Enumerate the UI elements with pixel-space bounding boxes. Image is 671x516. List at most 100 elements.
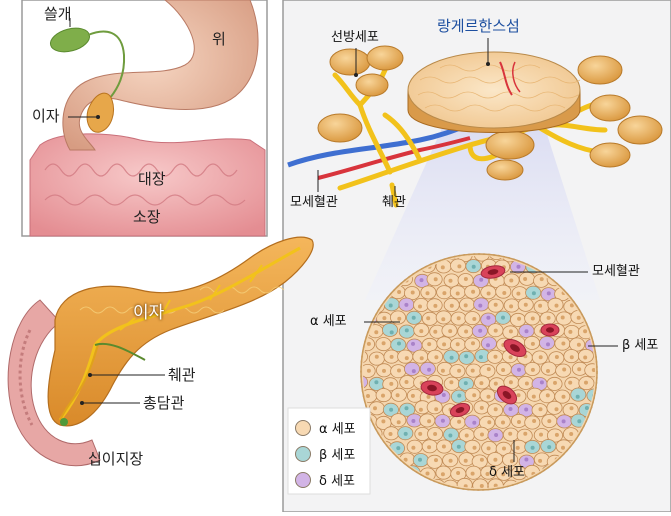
cell-nucleus	[493, 457, 498, 462]
cell-nucleus	[441, 317, 446, 322]
cell-nucleus	[411, 369, 416, 374]
cell-nucleus	[501, 420, 505, 425]
cell-nucleus	[539, 380, 544, 385]
cell-nucleus	[366, 394, 370, 398]
cell-nucleus	[480, 432, 484, 437]
cell-nucleus	[508, 329, 513, 334]
cell-nucleus	[539, 432, 543, 437]
cell-nucleus	[561, 341, 566, 346]
cell-nucleus	[493, 381, 498, 386]
cell-nucleus	[433, 432, 438, 436]
cell-nucleus	[583, 329, 588, 334]
cell-nucleus	[396, 446, 401, 451]
cell-nucleus	[442, 342, 447, 347]
cell-nucleus	[553, 380, 557, 385]
cell-nucleus	[449, 355, 454, 360]
cell-nucleus	[545, 393, 550, 398]
cell-nucleus	[448, 329, 453, 334]
cell-nucleus	[554, 407, 559, 412]
delta-cell	[403, 361, 420, 376]
cell-nucleus	[463, 381, 468, 386]
cell-nucleus	[547, 419, 552, 424]
cell-nucleus	[389, 354, 394, 359]
cell-nucleus	[455, 291, 460, 296]
cell-nucleus	[486, 446, 491, 451]
cell-nucleus	[381, 341, 386, 346]
cell-nucleus	[448, 433, 453, 438]
cell-nucleus	[478, 328, 483, 333]
cell-nucleus	[395, 393, 400, 398]
cell-nucleus	[531, 291, 536, 296]
cell-nucleus	[547, 445, 552, 450]
cell-nucleus	[366, 341, 371, 346]
abdomen-panel	[21, 0, 268, 237]
cell-nucleus	[457, 368, 462, 373]
cell-nucleus	[523, 431, 528, 436]
cell-nucleus	[569, 406, 574, 411]
islet-label: 랑게르한스섬	[437, 17, 520, 35]
cell-nucleus	[411, 315, 416, 320]
cell-nucleus	[524, 329, 529, 334]
duodenum-label: 십이지장	[88, 450, 144, 468]
alpha-cell	[426, 400, 443, 415]
cell-nucleus	[576, 315, 581, 320]
cell-nucleus	[494, 433, 499, 437]
cell-nucleus	[470, 471, 475, 476]
cell-nucleus	[403, 457, 408, 462]
cell-nucleus	[575, 394, 580, 399]
cell-nucleus	[577, 419, 582, 424]
cell-nucleus	[554, 432, 559, 437]
cell-nucleus	[410, 393, 415, 398]
cell-nucleus	[538, 355, 543, 360]
cell-nucleus	[501, 368, 506, 372]
cell-nucleus	[425, 471, 430, 476]
cell-nucleus	[389, 330, 394, 335]
cell-nucleus	[433, 303, 438, 308]
cell-nucleus	[440, 368, 445, 373]
legend-swatch-beta	[295, 445, 311, 462]
cell-nucleus	[456, 316, 461, 321]
cell-nucleus	[493, 483, 498, 488]
cell-nucleus	[568, 380, 573, 385]
cell-nucleus	[471, 264, 476, 269]
cell-nucleus	[373, 406, 377, 411]
cell-nucleus	[397, 316, 402, 321]
cell-nucleus	[554, 303, 559, 308]
cell-nucleus	[471, 341, 475, 346]
cell-nucleus	[396, 420, 401, 425]
legend-swatch-delta	[295, 471, 311, 488]
beta-cell-label: β 세포	[622, 338, 659, 353]
cell-nucleus	[418, 407, 423, 412]
cell-nucleus	[479, 277, 484, 282]
cell-nucleus	[516, 393, 521, 398]
cell-nucleus	[448, 278, 453, 283]
cell-nucleus	[389, 407, 394, 412]
cell-nucleus	[479, 381, 484, 386]
cell-nucleus	[471, 289, 476, 294]
cell-nucleus	[577, 367, 582, 372]
cell-nucleus	[397, 368, 401, 373]
cell-nucleus	[479, 405, 484, 410]
cell-nucleus	[440, 472, 445, 477]
cell-nucleus	[568, 329, 573, 334]
cell-nucleus	[457, 264, 462, 269]
cell-nucleus	[382, 316, 387, 321]
cell-nucleus	[493, 302, 498, 307]
alpha-cell	[540, 361, 557, 376]
cell-nucleus	[487, 420, 492, 425]
cell-nucleus	[455, 342, 460, 347]
cell-nucleus	[502, 291, 507, 295]
alpha-cell	[412, 349, 429, 364]
cell-nucleus	[374, 330, 379, 335]
cell-nucleus	[486, 367, 491, 372]
cell-nucleus	[584, 380, 588, 385]
cell-nucleus	[472, 317, 477, 321]
cell-nucleus	[456, 471, 461, 475]
cell-nucleus	[366, 368, 371, 373]
cell-nucleus	[426, 316, 431, 321]
cell-nucleus	[479, 484, 484, 488]
legend-label-alpha: α 세포	[319, 422, 356, 437]
stomach-label: 위	[212, 30, 226, 48]
